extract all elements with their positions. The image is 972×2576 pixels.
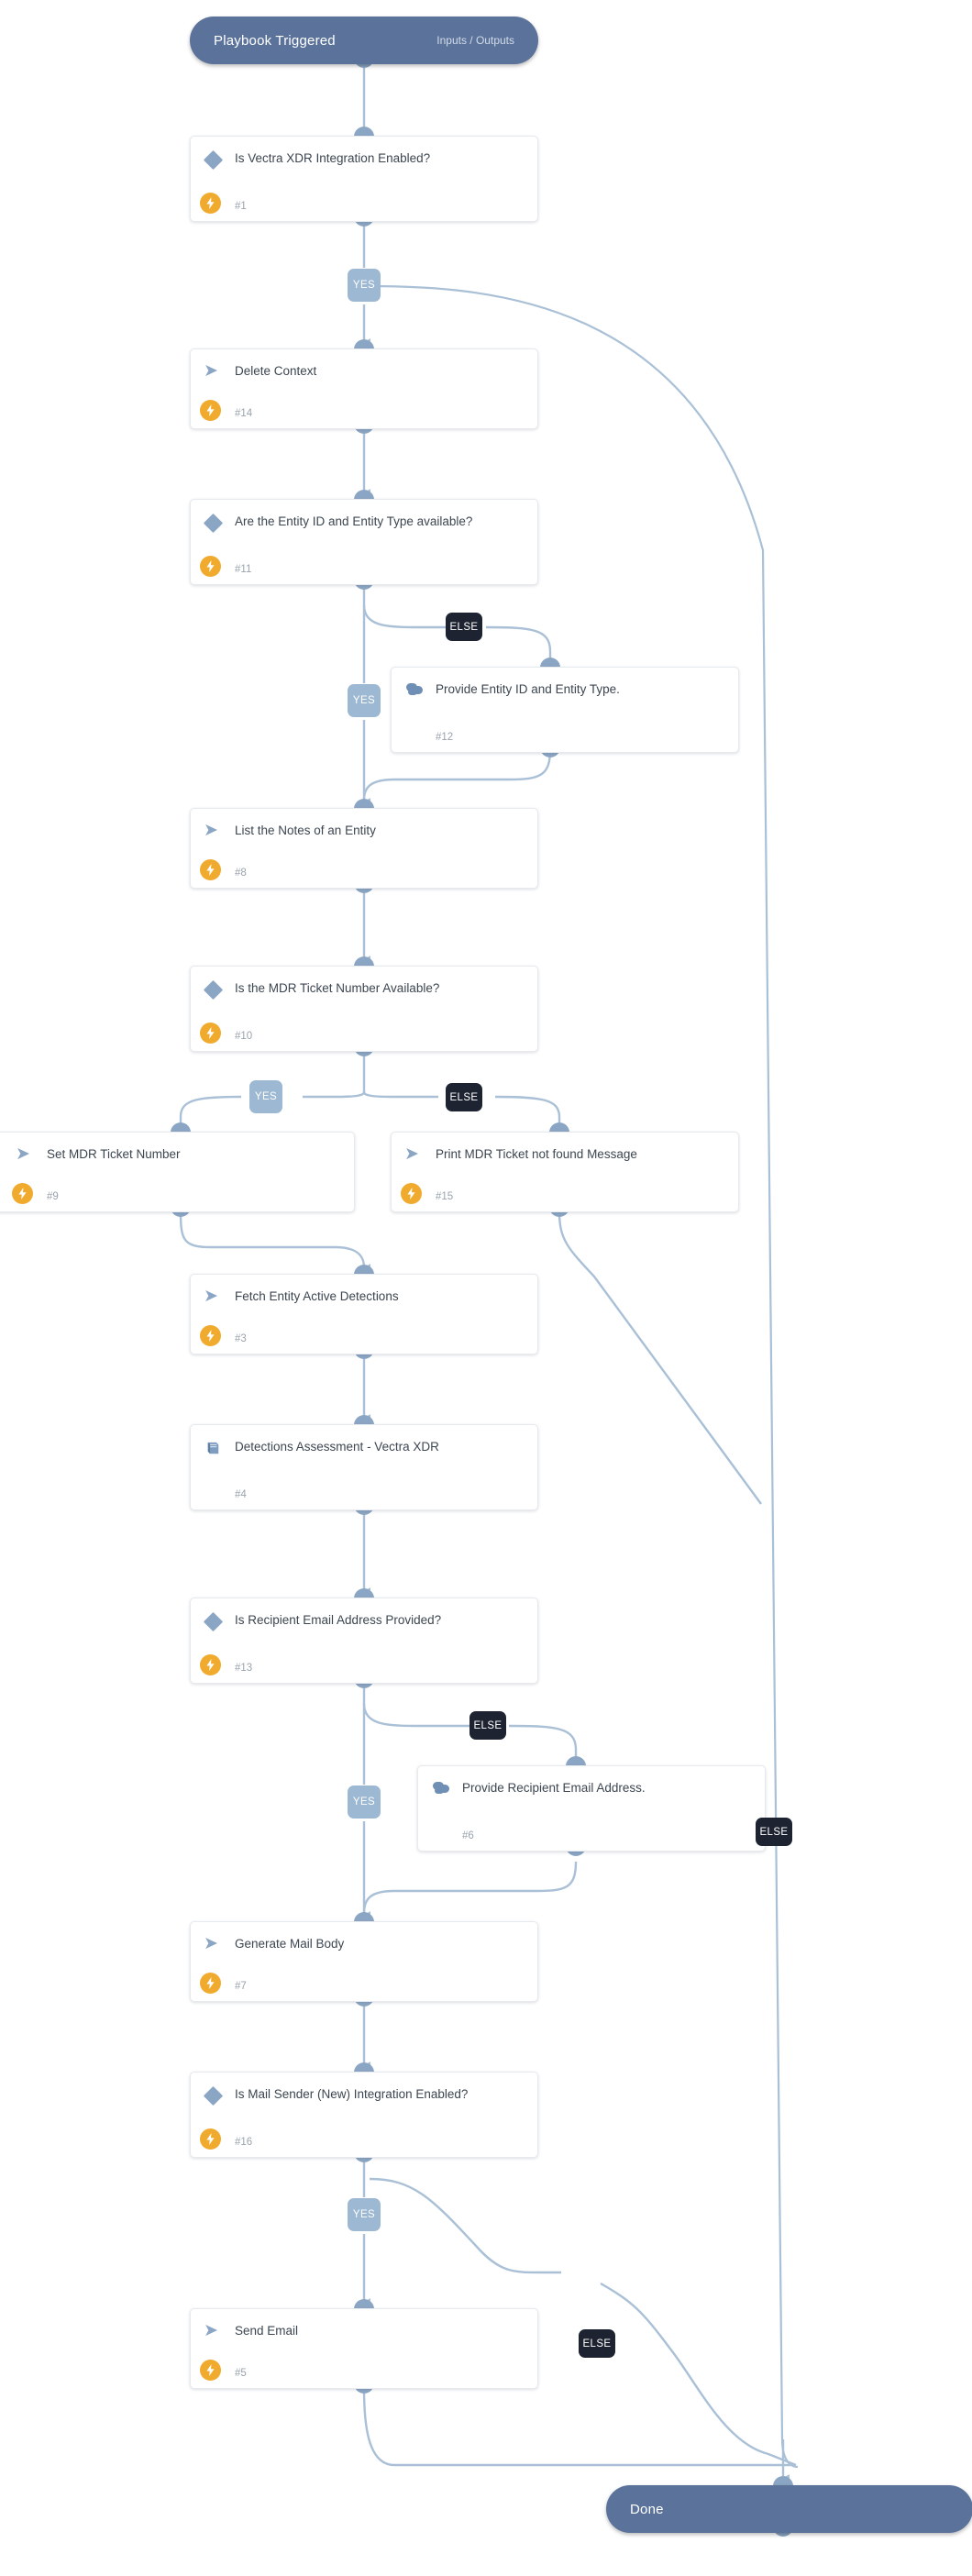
task-node-1[interactable]: Is Vectra XDR Integration Enabled? #1 [190,136,538,222]
task-chevron-icon: ➤ [204,2320,218,2340]
task-node-13[interactable]: Is Recipient Email Address Provided? #13 [190,1598,538,1684]
task-chevron-icon: ➤ [204,1286,218,1306]
condition-diamond-icon [203,1611,227,1632]
task-id: #12 [436,732,454,743]
task-node-8[interactable]: ➤ List the Notes of an Entity #8 [190,808,538,889]
task-id: #1 [235,201,247,212]
task-title: Is Mail Sender (New) Integration Enabled… [235,2087,469,2101]
done-node[interactable]: Done [606,2485,972,2533]
task-chevron-icon: ➤ [404,1144,419,1164]
task-node-11[interactable]: Are the Entity ID and Entity Type availa… [190,499,538,585]
automation-bolt-icon [200,556,221,577]
task-node-6[interactable]: Provide Recipient Email Address. #6 [417,1765,766,1852]
playbook-triggered-node[interactable]: Playbook Triggered Inputs / Outputs [190,17,538,64]
branch-badge-else-10[interactable]: ELSE [446,1083,482,1111]
branch-badge-else-13[interactable]: ELSE [469,1711,506,1740]
task-id: #7 [235,1981,247,1992]
branch-badge-yes-10[interactable]: YES [249,1080,282,1113]
task-id: #4 [235,1489,247,1500]
task-id: #14 [235,408,253,419]
condition-diamond-icon [203,2085,227,2106]
done-title: Done [630,2501,664,2517]
automation-bolt-icon [200,2360,221,2381]
condition-diamond-icon [203,513,227,534]
task-title: Print MDR Ticket not found Message [436,1147,637,1161]
task-title: Is Recipient Email Address Provided? [235,1613,442,1627]
branch-label: ELSE [449,1091,479,1103]
task-node-15[interactable]: ➤ Print MDR Ticket not found Message #15 [391,1132,739,1212]
automation-bolt-icon [200,1973,221,1994]
automation-bolt-icon [200,2128,221,2150]
task-id: #9 [47,1191,59,1202]
task-title: Generate Mail Body [235,1937,345,1951]
task-node-12[interactable]: Provide Entity ID and Entity Type. #12 [391,667,739,753]
task-title: Are the Entity ID and Entity Type availa… [235,514,473,528]
task-title: Fetch Entity Active Detections [235,1289,399,1303]
task-node-10[interactable]: Is the MDR Ticket Number Available? #10 [190,966,538,1052]
automation-bolt-icon [12,1183,33,1204]
branch-badge-else-11[interactable]: ELSE [446,613,482,641]
playbook-triggered-title: Playbook Triggered [214,32,336,49]
condition-diamond-icon [203,979,227,1001]
branch-label: ELSE [582,2338,612,2349]
branch-badge-yes-11[interactable]: YES [348,684,381,717]
inputs-outputs-label[interactable]: Inputs / Outputs [436,34,514,47]
branch-label: ELSE [473,1719,503,1731]
task-node-7[interactable]: ➤ Generate Mail Body #7 [190,1921,538,2002]
task-id: #5 [235,2368,247,2379]
task-id: #11 [235,564,252,575]
automation-bolt-icon [200,859,221,880]
task-title: Set MDR Ticket Number [47,1147,181,1161]
branch-label: YES [254,1091,278,1102]
task-id: #6 [462,1830,474,1841]
branch-badge-yes-1[interactable]: YES [348,269,381,302]
task-title: Detections Assessment - Vectra XDR [235,1440,439,1454]
task-node-4[interactable]: Detections Assessment - Vectra XDR #4 [190,1424,538,1510]
task-title: Send Email [235,2324,299,2338]
task-node-14[interactable]: ➤ Delete Context #14 [190,348,538,429]
automation-bolt-icon [200,400,221,421]
task-chevron-icon: ➤ [204,820,218,840]
branch-badge-yes-16[interactable]: YES [348,2198,381,2231]
task-node-16[interactable]: Is Mail Sender (New) Integration Enabled… [190,2072,538,2158]
task-chevron-icon: ➤ [204,1933,218,1953]
task-title: Is the MDR Ticket Number Available? [235,981,440,995]
branch-badge-else-1[interactable]: ELSE [756,1818,792,1846]
branch-label: YES [352,695,376,706]
task-node-5[interactable]: ➤ Send Email #5 [190,2308,538,2389]
branch-label: YES [352,1797,376,1808]
automation-bolt-icon [200,1654,221,1675]
branch-label: YES [352,280,376,291]
task-id: #15 [436,1191,454,1202]
automation-bolt-icon [401,1183,422,1204]
task-title: Is Vectra XDR Integration Enabled? [235,151,431,165]
task-id: #13 [235,1663,253,1674]
branch-label: YES [352,2209,376,2220]
data-collection-bubble-icon [404,681,428,697]
task-node-3[interactable]: ➤ Fetch Entity Active Detections #3 [190,1274,538,1354]
branch-label: ELSE [759,1826,789,1838]
task-id: #3 [235,1333,247,1344]
data-collection-bubble-icon [431,1780,455,1796]
task-title: Provide Recipient Email Address. [462,1781,646,1795]
branch-label: ELSE [449,621,479,633]
automation-bolt-icon [200,1325,221,1346]
task-chevron-icon: ➤ [204,360,218,381]
task-title: Provide Entity ID and Entity Type. [436,682,620,696]
task-id: #10 [235,1031,253,1042]
task-node-9[interactable]: ➤ Set MDR Ticket Number #9 [0,1132,355,1212]
sub-playbook-book-icon [204,1439,227,1455]
branch-badge-yes-13[interactable]: YES [348,1786,381,1819]
task-chevron-icon: ➤ [16,1144,30,1164]
task-id: #16 [235,2137,253,2148]
task-id: #8 [235,868,247,879]
task-title: Delete Context [235,364,317,378]
automation-bolt-icon [200,193,221,214]
branch-badge-else-16[interactable]: ELSE [579,2329,615,2358]
task-title: List the Notes of an Entity [235,824,376,837]
condition-diamond-icon [203,149,227,171]
automation-bolt-icon [200,1023,221,1044]
